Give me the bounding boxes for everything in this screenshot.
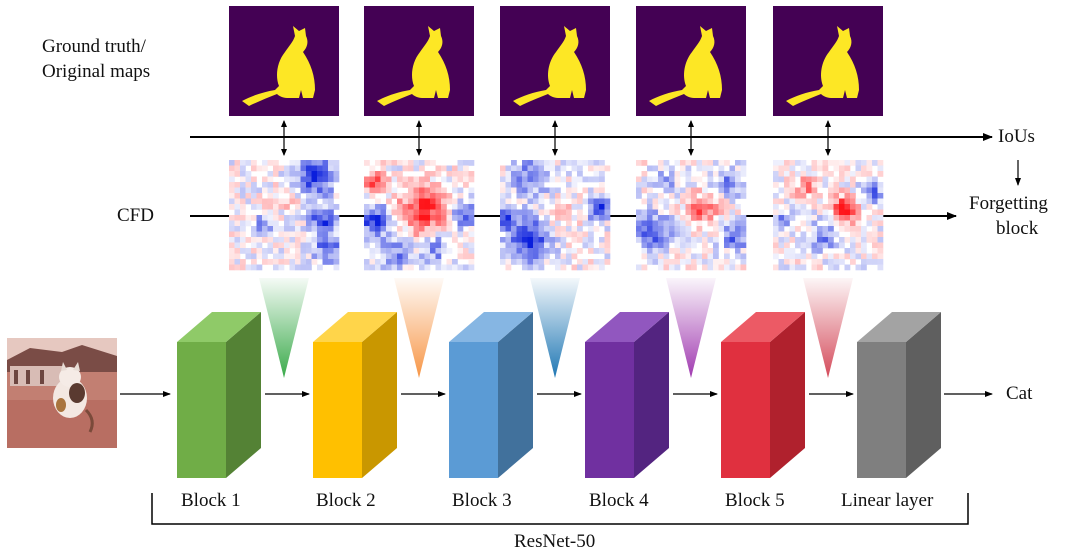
- ground-truth-map-1: [229, 6, 339, 116]
- cfd-label: CFD: [117, 205, 154, 226]
- attention-funnel-1: [259, 278, 309, 378]
- ground-truth-map-5: [773, 6, 883, 116]
- iou-link-arrow-5: [825, 120, 831, 156]
- block-4: [585, 312, 669, 478]
- block-label-3: Block 3: [452, 490, 512, 511]
- block-label-linear: Linear layer: [841, 490, 934, 511]
- input-cat-photo: [7, 338, 117, 448]
- forgetting-block-label-line2: block: [996, 218, 1039, 239]
- iou-link-arrow-3: [552, 120, 558, 156]
- block-label-4: Block 4: [589, 490, 649, 511]
- block-3: [449, 312, 533, 478]
- block-6: [857, 312, 941, 478]
- network-label: ResNet-50: [514, 531, 596, 552]
- cfd-heatmap-2: [364, 160, 475, 271]
- block-label-2: Block 2: [316, 490, 376, 511]
- iou-link-arrow-4: [688, 120, 694, 156]
- attention-funnel-2: [394, 278, 444, 378]
- resnet-bracket: [151, 493, 969, 525]
- cfd-heatmap-1: [229, 160, 340, 271]
- iou-link-arrow-1: [281, 120, 287, 156]
- cfd-heatmap-4: [636, 160, 747, 271]
- forgetting-block-label-line1: Forgetting: [969, 193, 1048, 214]
- cfd-heatmap-3: [500, 160, 611, 271]
- attention-funnel-5: [803, 278, 853, 378]
- block-label-5: Block 5: [725, 490, 785, 511]
- block-2: [313, 312, 397, 478]
- original-maps-label: Original maps: [42, 61, 151, 82]
- block-label-1: Block 1: [181, 490, 241, 511]
- ground-truth-label: Ground truth/: [42, 36, 146, 57]
- block-5: [721, 312, 805, 478]
- block-1: [177, 312, 261, 478]
- ious-label: IoUs: [998, 126, 1035, 147]
- attention-funnel-4: [666, 278, 716, 378]
- iou-link-arrow-2: [416, 120, 422, 156]
- ground-truth-map-2: [364, 6, 474, 116]
- ground-truth-map-3: [500, 6, 610, 116]
- cfd-heatmap-5: [773, 160, 884, 271]
- output-label: Cat: [1006, 383, 1033, 404]
- attention-funnel-3: [530, 278, 580, 378]
- ground-truth-map-4: [636, 6, 746, 116]
